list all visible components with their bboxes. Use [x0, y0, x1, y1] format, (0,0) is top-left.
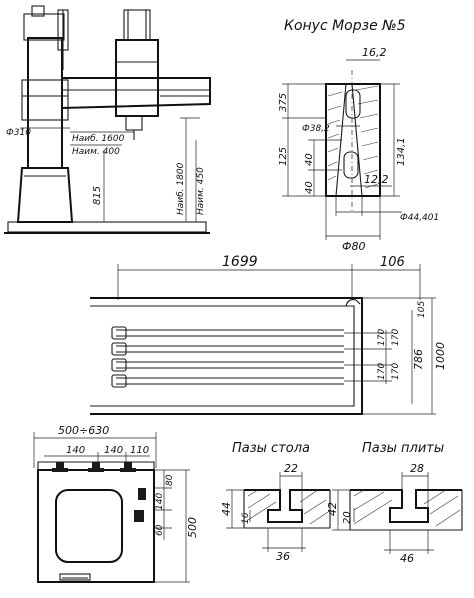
dim-taper-80: Ф80: [342, 240, 365, 253]
dim-plate-1000: 1000: [434, 342, 447, 370]
title-table-slots: Пазы стола: [232, 441, 310, 456]
plate-slot-profile: 28 42 20 46: [326, 462, 463, 565]
dim-slot-table-36: 36: [276, 550, 290, 563]
dim-taper-40a: 40: [304, 153, 315, 166]
plate-outline: [90, 297, 363, 415]
radial-arm: [61, 77, 211, 110]
base-plate-plan: 1699 106 1000 786 105: [90, 254, 447, 415]
dim-h-min: Наим. 450: [196, 167, 206, 215]
title-plate-slots: Пазы плиты: [362, 441, 444, 456]
dim-table-500: 500: [186, 517, 199, 538]
dim-slot-table-16: 16: [241, 512, 251, 524]
dim-reach-max: Наиб. 1600: [72, 134, 125, 144]
tang-slot: [345, 89, 361, 119]
box-table-view: 500÷630 140 140 110 500 80 140 60: [33, 424, 199, 583]
spindle: [125, 115, 143, 131]
dim-taper-125: 125: [278, 147, 289, 166]
dim-taper-16-2: 16,2: [362, 46, 387, 59]
dim-slot-plate-46: 46: [400, 552, 414, 565]
dim-plate-1699: 1699: [222, 254, 258, 270]
dim-table-80: 80: [165, 474, 175, 486]
dim-table-60: 60: [155, 524, 165, 536]
dim-column-dia: Ф310: [6, 128, 31, 138]
title-morse-taper: Конус Морзе №5: [284, 18, 406, 34]
dim-taper-44-401: Ф44,401: [400, 213, 439, 223]
dim-table-140b: 140: [104, 445, 123, 456]
plate-t-slots: [111, 326, 344, 388]
table-window: [55, 489, 123, 563]
dim-plate-170c: 170: [377, 363, 387, 380]
dim-plate-170b: 170: [391, 329, 401, 346]
morse-taper-view: Конус Морзе №5 16,2: [278, 18, 439, 253]
machine-base: [7, 221, 207, 233]
dim-h-max: Наиб. 1800: [176, 162, 186, 215]
dim-taper-38-2: Ф38,2: [302, 124, 330, 134]
dim-plate-786: 786: [412, 349, 425, 370]
dim-taper-134-1: 134,1: [396, 137, 407, 166]
dim-reach-min: Наим. 400: [72, 147, 120, 157]
dim-slot-plate-28: 28: [410, 462, 424, 475]
column: [27, 37, 63, 169]
dim-h-815: 815: [92, 186, 103, 205]
dim-taper-375: 375: [278, 93, 289, 112]
dim-plate-106: 106: [380, 255, 405, 270]
dim-plate-105: 105: [417, 301, 427, 318]
drift-slot: [343, 151, 359, 179]
dim-taper-40b: 40: [304, 181, 315, 194]
dim-slot-table-44: 44: [220, 502, 233, 516]
radial-drill-view: Ф310 Наиб. 1600 Наим. 400 815 Наиб. 1800…: [4, 5, 211, 234]
dim-table-140a: 140: [66, 445, 85, 456]
column-sleeve: [21, 79, 69, 121]
dim-table-140h: 140: [155, 493, 165, 510]
dim-plate-170d: 170: [391, 363, 401, 380]
dim-table-500-630: 500÷630: [58, 424, 109, 437]
dim-slot-plate-42: 42: [326, 502, 339, 516]
dim-slot-plate-20: 20: [342, 511, 353, 524]
table-slot-profile: 22 44 16 36: [220, 462, 331, 563]
slot-profiles: Пазы стола Пазы плиты 22 44 16: [220, 441, 463, 565]
dim-slot-table-22: 22: [284, 462, 298, 475]
dim-plate-170a: 170: [377, 329, 387, 346]
dim-table-110: 110: [130, 445, 149, 456]
dim-taper-12-2: 12,2: [364, 173, 389, 186]
column-foot: [16, 167, 74, 223]
